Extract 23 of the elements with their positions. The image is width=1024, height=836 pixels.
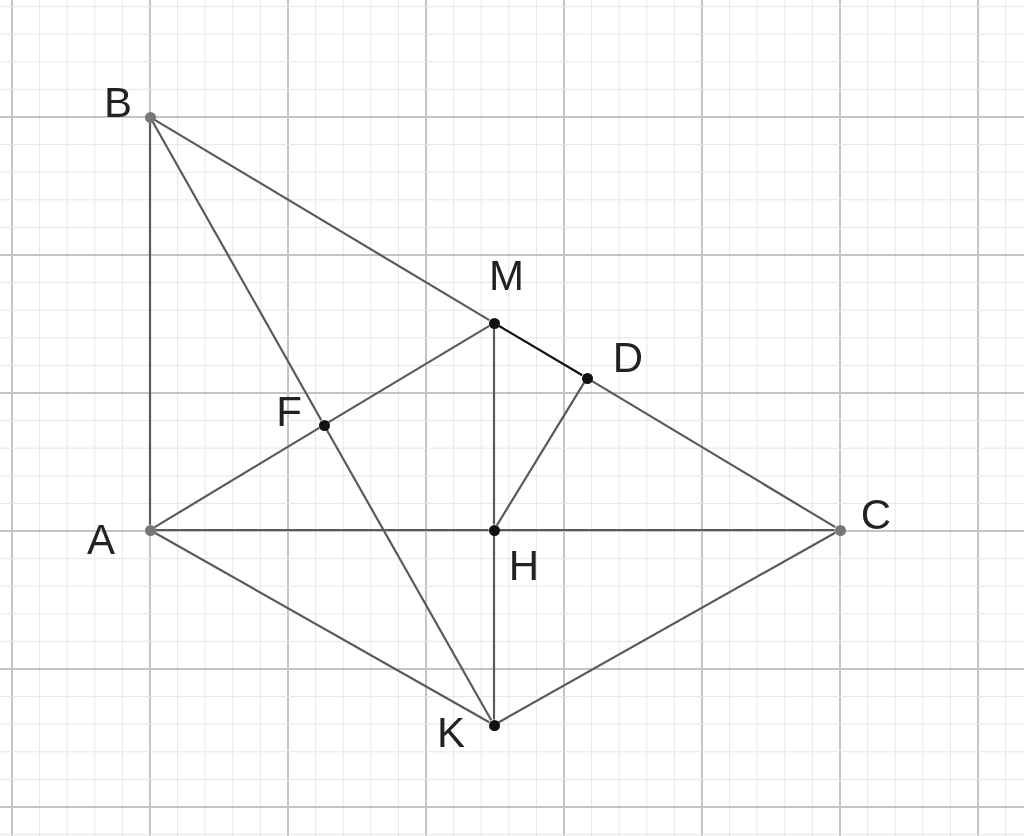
line-segment (154, 118, 490, 322)
point-label: C (859, 493, 893, 537)
point-label: K (436, 711, 466, 755)
point-label: B (103, 81, 133, 125)
line-segment (495, 382, 586, 526)
point-label: D (611, 336, 645, 380)
line-segment (492, 535, 496, 720)
line-segment (325, 429, 493, 721)
line-segment (498, 324, 583, 377)
line-segment (499, 528, 835, 532)
point-label: F (275, 390, 303, 434)
line-segment (492, 328, 496, 525)
line-segment (154, 426, 320, 529)
point-label: M (489, 254, 523, 298)
point-label: H (507, 544, 541, 588)
line-segment (498, 531, 836, 724)
line-segment (148, 122, 152, 525)
line-segment (328, 324, 490, 424)
line-segment (155, 528, 489, 532)
point-label: A (86, 518, 116, 562)
line-segment (591, 379, 836, 529)
line-segment (151, 121, 323, 421)
line-segment (154, 531, 490, 724)
